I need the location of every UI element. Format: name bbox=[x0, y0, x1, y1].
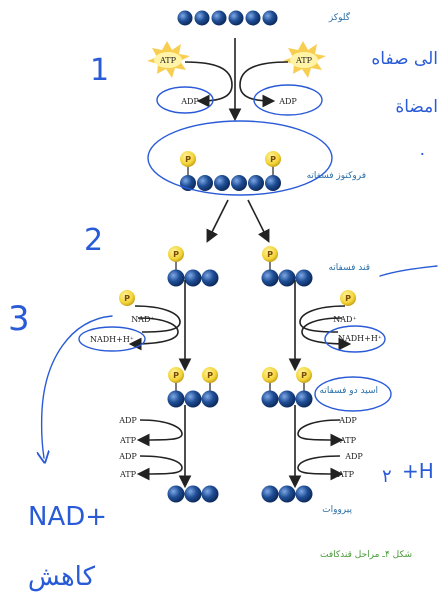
phosphate-text: P bbox=[185, 155, 191, 164]
carbon-bead bbox=[211, 10, 227, 26]
carbon-bead bbox=[197, 175, 213, 191]
hand-step-3: 3 bbox=[8, 299, 30, 339]
figure-caption: شکل ۴ـ مراحل قندکافت bbox=[320, 550, 412, 560]
carbon-bead bbox=[167, 390, 185, 408]
atp-burst-right: ATP bbox=[283, 41, 326, 78]
hand-step-2: 2 bbox=[84, 223, 103, 258]
nad-label-left: NAD⁺ bbox=[131, 315, 154, 324]
phosphate-text: P bbox=[207, 371, 213, 380]
adp-label-l1: ADP bbox=[118, 416, 137, 425]
phosphate-bead bbox=[202, 367, 218, 383]
atp-label-right: ATP bbox=[295, 56, 313, 65]
carbon-bead bbox=[278, 485, 296, 503]
hand-nad-note: NAD+ bbox=[28, 502, 107, 532]
sugar-phosphate-right: P bbox=[261, 246, 313, 287]
pyruvate-right bbox=[261, 485, 313, 503]
hand-right-note-3: · bbox=[420, 145, 425, 165]
carbon-bead bbox=[245, 10, 261, 26]
atp-label-left: ATP bbox=[159, 56, 177, 65]
carbon-bead bbox=[278, 390, 296, 408]
phosphate-text: P bbox=[124, 294, 130, 303]
hand-step-1: 1 bbox=[90, 53, 109, 88]
hand-bottom-note: کاهش bbox=[28, 562, 96, 592]
step1-arrows bbox=[184, 38, 289, 122]
carbon-bead bbox=[231, 175, 247, 191]
carbon-bead bbox=[248, 175, 264, 191]
pyruvate-label: پیرووات bbox=[322, 505, 352, 515]
carbon-bead bbox=[201, 485, 219, 503]
nadh-label-left: NADH+H⁺ bbox=[90, 335, 134, 344]
carbon-bead bbox=[201, 390, 219, 408]
atp-burst-left: ATP bbox=[147, 41, 190, 78]
adp-label-r2: ADP bbox=[344, 452, 363, 461]
carbon-bead bbox=[184, 269, 202, 287]
hand-right-note-1: الی صفاه bbox=[371, 49, 438, 69]
carbon-bead bbox=[265, 175, 281, 191]
carbon-bead bbox=[177, 10, 193, 26]
phosphate-text: P bbox=[345, 294, 351, 303]
phosphate-text: P bbox=[267, 250, 273, 259]
carbon-bead bbox=[167, 485, 185, 503]
carbon-bead bbox=[295, 485, 313, 503]
carbon-bead bbox=[194, 10, 210, 26]
carbon-bead bbox=[295, 390, 313, 408]
nad-label-right: NAD⁺ bbox=[333, 315, 356, 324]
phosphate-input-left: P bbox=[119, 290, 135, 306]
sugar-phosphate-left: P bbox=[167, 246, 219, 287]
phosphate-bead bbox=[168, 367, 184, 383]
phosphate-bead bbox=[296, 367, 312, 383]
handwritten-annotations: 1 2 3 الی صفاه امضاة · +H ۲ NAD+ کاهش bbox=[8, 49, 438, 592]
carbon-bead bbox=[261, 269, 279, 287]
carbon-bead bbox=[295, 269, 313, 287]
phosphate-bead bbox=[262, 246, 278, 262]
acid-bisphosphate-label: اسید دو فسفاته bbox=[319, 386, 378, 396]
atp-label-r1: ATP bbox=[339, 436, 357, 445]
glucose-label: گلوکز bbox=[328, 11, 351, 23]
atp-label-l2: ATP bbox=[119, 470, 137, 479]
phosphate-bead bbox=[265, 151, 281, 167]
carbon-bead bbox=[184, 485, 202, 503]
hand-h-note: +H bbox=[402, 459, 434, 483]
adp-label-r1: ADP bbox=[338, 416, 357, 425]
phosphate-bead bbox=[262, 367, 278, 383]
glucose-chain bbox=[177, 10, 278, 26]
step3-arrows bbox=[136, 405, 344, 489]
carbon-bead bbox=[261, 390, 279, 408]
phosphate-text: P bbox=[270, 155, 276, 164]
phosphate-text: P bbox=[173, 371, 179, 380]
phosphate-bead bbox=[180, 151, 196, 167]
carbon-bead bbox=[262, 10, 278, 26]
atp-label-l1: ATP bbox=[119, 436, 137, 445]
adp-label-right: ADP bbox=[278, 97, 297, 106]
phosphate-bead bbox=[168, 246, 184, 262]
hand-right-note-2: امضاة bbox=[395, 97, 438, 117]
carbon-bead bbox=[228, 10, 244, 26]
phosphate-input-right: P bbox=[340, 290, 356, 306]
carbon-bead bbox=[184, 390, 202, 408]
carbon-bead bbox=[167, 269, 185, 287]
step2-arrows bbox=[128, 280, 352, 372]
carbon-bead bbox=[214, 175, 230, 191]
phosphate-text: P bbox=[173, 250, 179, 259]
nadh-label-right: NADH+H⁺ bbox=[338, 334, 382, 343]
carbon-bead bbox=[278, 269, 296, 287]
split-arrows bbox=[206, 199, 270, 243]
adp-label-left: ADP bbox=[180, 97, 199, 106]
fructose-bisphosphate-label: فروکتوز فسفاته bbox=[307, 171, 366, 181]
pyruvate-left bbox=[167, 485, 219, 503]
phosphate-text: P bbox=[301, 371, 307, 380]
sugar-phosphate-label: قند فسفاته bbox=[328, 263, 370, 273]
adp-label-l2: ADP bbox=[118, 452, 137, 461]
atp-label-r2: ATP bbox=[337, 470, 355, 479]
phosphate-text: P bbox=[267, 371, 273, 380]
carbon-bead bbox=[201, 269, 219, 287]
carbon-bead bbox=[261, 485, 279, 503]
hand-h2-note: ۲ bbox=[382, 466, 392, 487]
